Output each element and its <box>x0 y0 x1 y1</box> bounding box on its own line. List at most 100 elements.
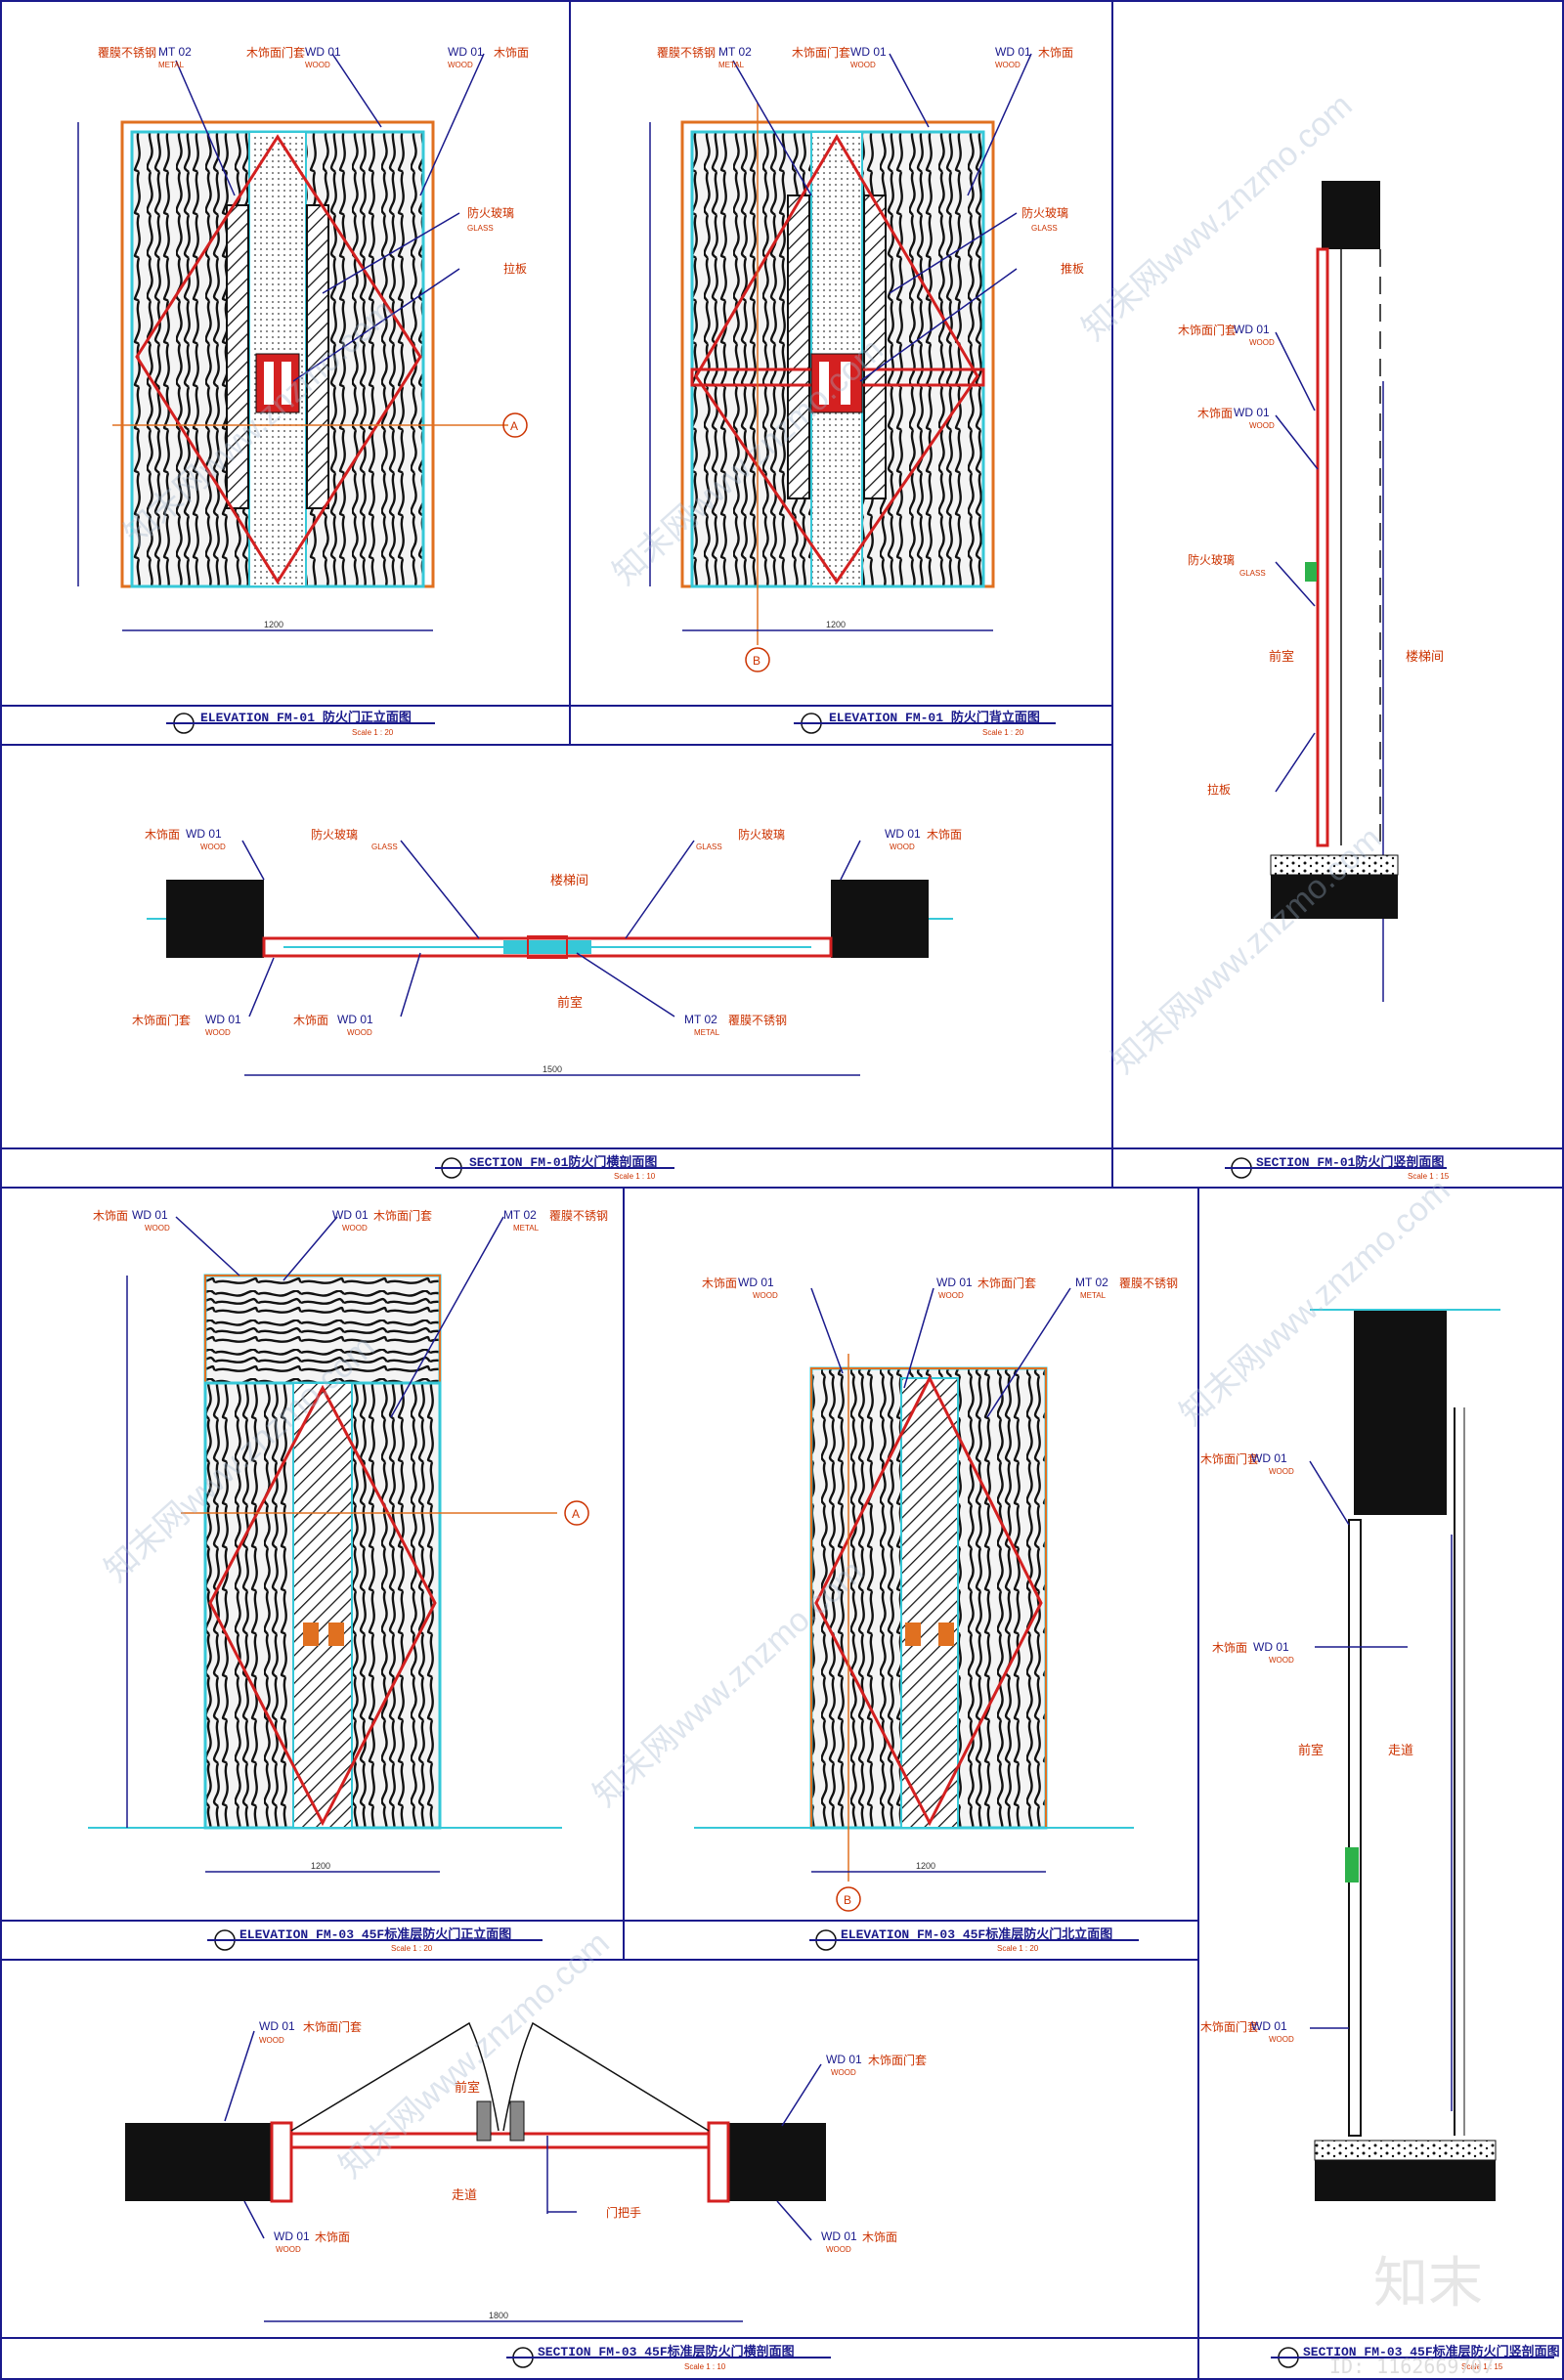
sub-glass: GLASS <box>467 224 494 233</box>
sub-wood: WOOD <box>995 61 1021 69</box>
scale-fm03-north: Scale 1 : 20 <box>997 1944 1039 1953</box>
code-wd: WD 01 <box>936 1276 973 1289</box>
label-wd-frame: 木饰面门套 <box>792 45 850 60</box>
code-mt: MT 02 <box>503 1208 537 1222</box>
sub-wood: WOOD <box>305 61 330 69</box>
code-wd: WD 01 <box>337 1013 373 1026</box>
label-mt-steel: 覆膜不锈钢 <box>728 1014 787 1027</box>
title-fm03-v-section: SECTION FM-03 45F标准层防火门竖剖面图 <box>1303 2344 1560 2359</box>
label-wd-frame: 木饰面门套 <box>1178 323 1237 337</box>
elevation-fm03-north: B 1200 木饰面 WD 01 WOOD WD 01 WOOD 木饰面门套 M… <box>694 1276 1178 1953</box>
dim-total-fm01-back: 1200 <box>826 620 846 629</box>
code-wd: WD 01 <box>132 1208 168 1222</box>
room-corridor: 走道 <box>452 2187 477 2202</box>
scale-fm01-back: Scale 1 : 20 <box>982 728 1024 737</box>
label-mt-steel: 覆膜不锈钢 <box>98 46 156 60</box>
sub-wood: WOOD <box>1249 421 1275 430</box>
section-marker-a: A <box>510 419 518 433</box>
room-corridor: 走道 <box>1388 1743 1413 1757</box>
label-wd-face: 木饰面 <box>1212 1641 1247 1655</box>
sub-glass: GLASS <box>696 843 722 851</box>
dim-total-fm03-front: 1200 <box>311 1861 330 1871</box>
title-fm01-v-section: SECTION FM-01防火门竖剖面图 <box>1256 1154 1444 1170</box>
sub-wood: WOOD <box>448 61 473 69</box>
sub-metal: METAL <box>513 1224 540 1233</box>
code-wd: WD 01 <box>205 1013 241 1026</box>
sub-glass: GLASS <box>1031 224 1058 233</box>
scale-fm01-h-section: Scale 1 : 10 <box>614 1172 656 1181</box>
sub-metal: METAL <box>694 1028 720 1037</box>
sub-wood: WOOD <box>145 1224 170 1233</box>
room-front: 前室 <box>455 2080 480 2095</box>
code-wd: WD 01 <box>1251 1451 1287 1465</box>
dim-total-fm01-front: 1200 <box>264 620 283 629</box>
label-wd-frame: 木饰面门套 <box>1200 2019 1259 2034</box>
sub-wood: WOOD <box>259 2036 284 2045</box>
label-wd-face: 木饰面 <box>702 1277 737 1290</box>
elevation-fm03-front: A 1200 木饰面 WD 01 WOOD WD 01 WOOD 木饰面门套 M… <box>88 1208 608 1953</box>
label-glass: 防火玻璃 <box>467 205 514 220</box>
code-wd: WD 01 <box>259 2019 295 2033</box>
section-marker-b: B <box>753 654 760 668</box>
room-stair: 楼梯间 <box>550 873 588 887</box>
label-wd-frame: 木饰面门套 <box>303 2019 362 2034</box>
label-mt-steel: 覆膜不锈钢 <box>549 1209 608 1223</box>
room-stair: 楼梯间 <box>1406 649 1444 664</box>
code-wd: WD 01 <box>738 1276 774 1289</box>
sub-wood: WOOD <box>1269 2035 1294 2044</box>
code-wd: WD 01 <box>1234 406 1270 419</box>
scale-fm03-front: Scale 1 : 20 <box>391 1944 433 1953</box>
label-wd-face: 木饰面 <box>494 46 529 60</box>
scale-fm01-v-section: Scale 1 : 15 <box>1408 1172 1450 1181</box>
label-wd-face: 木饰面 <box>927 828 962 842</box>
title-fm03-front: ELEVATION FM-03 45F标准层防火门正立面图 <box>239 1926 511 1942</box>
label-wd-face: 木饰面 <box>1038 46 1073 60</box>
label-wd-frame: 木饰面门套 <box>978 1276 1036 1290</box>
code-wd: WD 01 <box>885 827 921 841</box>
sub-wood: WOOD <box>1269 1656 1294 1665</box>
dim-total-fm03-section: 1800 <box>489 2311 508 2320</box>
title-fm01-front: ELEVATION FM-01 防火门正立面图 <box>200 710 412 725</box>
section-fm01-vertical: 木饰面门套 WD 01 WOOD 木饰面 WD 01 WOOD 防火玻璃 GLA… <box>1178 181 1450 1181</box>
dim-total-fm01-section: 1500 <box>543 1064 562 1074</box>
sub-wood: WOOD <box>347 1028 372 1037</box>
scale-fm01-front: Scale 1 : 20 <box>352 728 394 737</box>
code-wd: WD 01 <box>1251 2019 1287 2033</box>
code-wd: WD 01 <box>850 45 887 59</box>
sub-wood: WOOD <box>1269 1467 1294 1476</box>
watermark-id: ID: 1162669707 <box>1329 2355 1495 2378</box>
label-wd-frame: 木饰面门套 <box>132 1013 191 1027</box>
sub-wood: WOOD <box>200 843 226 851</box>
code-wd: WD 01 <box>1234 323 1270 336</box>
code-mt: MT 02 <box>158 45 192 59</box>
code-wd: WD 01 <box>821 2229 857 2243</box>
watermark-brand: 知末 <box>1373 2252 1483 2315</box>
title-fm01-h-section: SECTION FM-01防火门横剖面图 <box>469 1154 657 1170</box>
label-mt-steel: 覆膜不锈钢 <box>1119 1277 1178 1290</box>
code-wd: WD 01 <box>186 827 222 841</box>
sub-wood: WOOD <box>938 1291 964 1300</box>
title-fm03-h-section: SECTION FM-03 45F标准层防火门横剖面图 <box>538 2344 795 2359</box>
section-marker-a: A <box>572 1507 580 1521</box>
label-wd-frame: 木饰面门套 <box>246 45 305 60</box>
code-wd: WD 01 <box>332 1208 369 1222</box>
sub-wood: WOOD <box>753 1291 778 1300</box>
elevation-fm01-front: A 1200 覆膜不锈钢 MT 02 METAL 木饰面门套 WD 01 WOO… <box>77 45 529 737</box>
sub-wood: WOOD <box>276 2245 301 2254</box>
code-wd: WD 01 <box>305 45 341 59</box>
section-marker-b: B <box>844 1893 851 1907</box>
room-front: 前室 <box>557 995 583 1010</box>
label-handle: 门把手 <box>606 2205 641 2220</box>
sub-wood: WOOD <box>205 1028 231 1037</box>
sub-wood: WOOD <box>850 61 876 69</box>
code-wd: WD 01 <box>826 2053 862 2066</box>
sub-metal: METAL <box>158 61 185 69</box>
title-fm01-back: ELEVATION FM-01 防火门背立面图 <box>829 710 1040 725</box>
section-fm01-horizontal: 楼梯间 前室 1500 木饰面 WD 01 WOOD 防火玻璃 GLASS GL… <box>132 827 962 1181</box>
dim-total-fm03-north: 1200 <box>916 1861 935 1871</box>
watermark-text: 知末网www.znzmo.com <box>1105 820 1389 1081</box>
label-wd-face: 木饰面 <box>293 1014 328 1027</box>
label-wd-frame: 木饰面门套 <box>1200 1451 1259 1466</box>
